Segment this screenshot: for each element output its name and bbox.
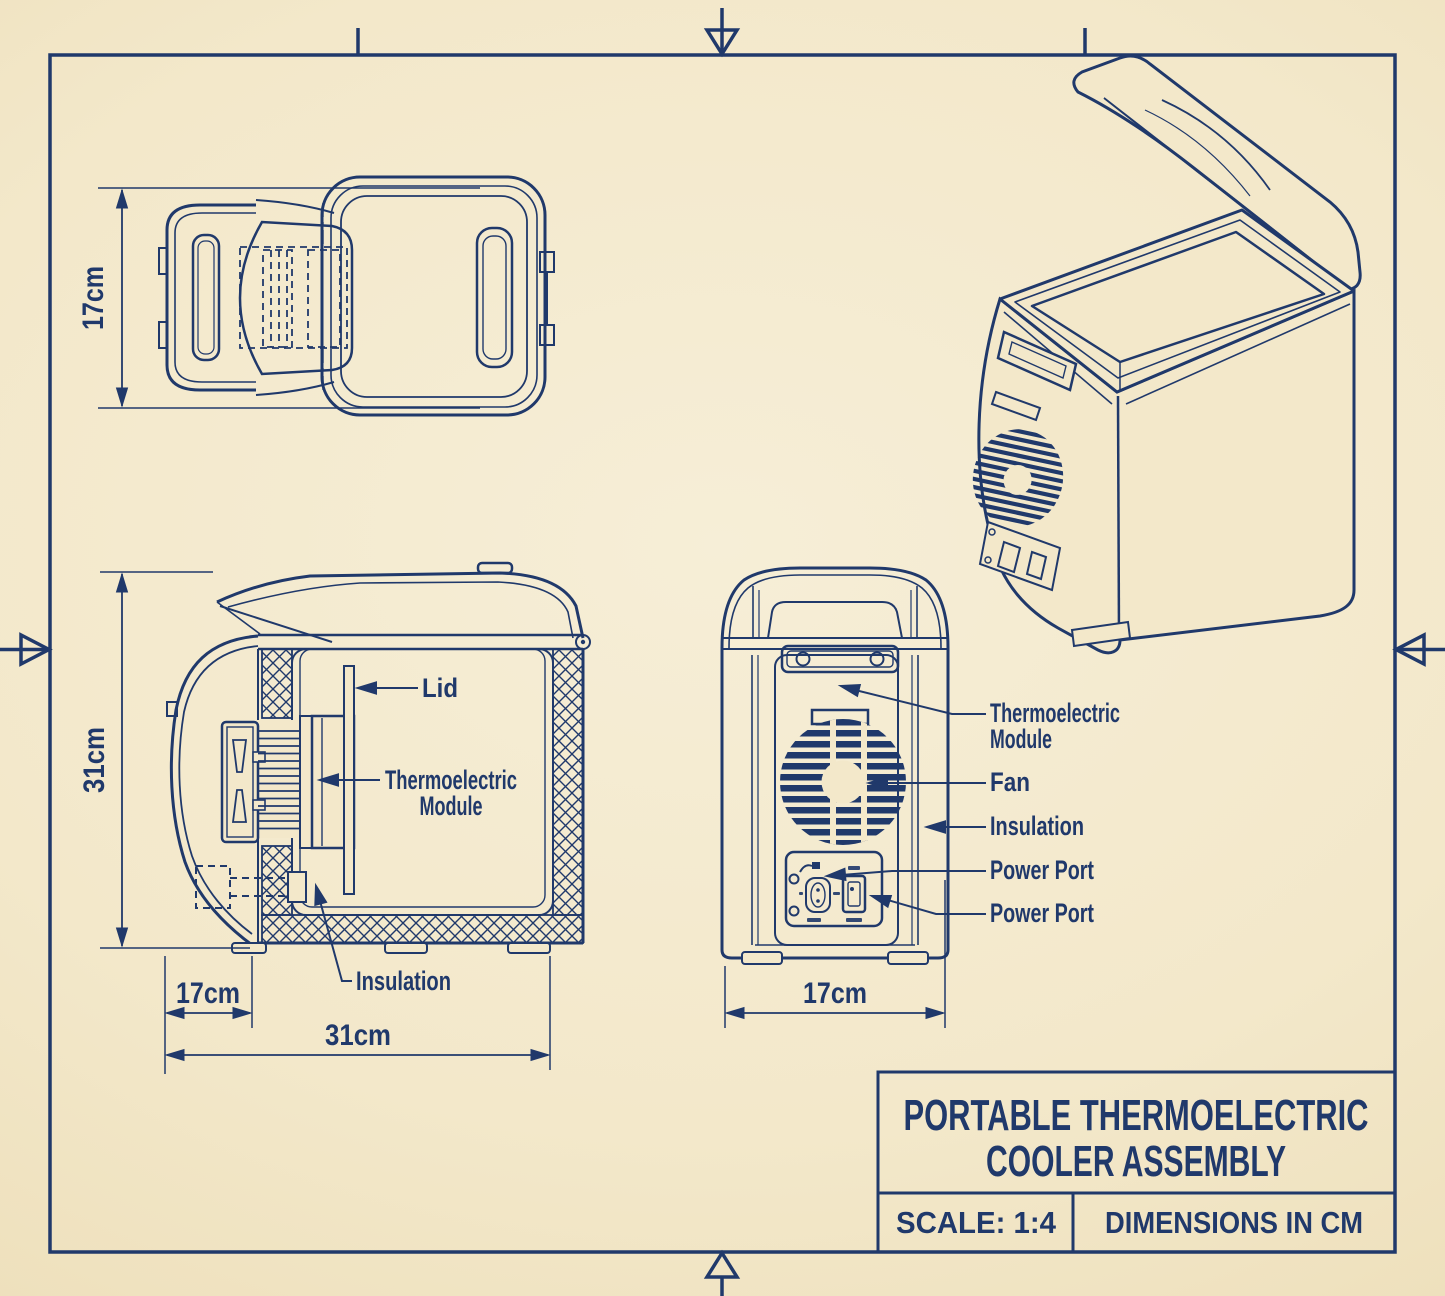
leader-power-port-bottom	[873, 895, 986, 915]
back-view-lid-recess	[767, 601, 903, 639]
title-block-units: DIMENSIONS IN CM	[1105, 1205, 1363, 1240]
top-view-dimension-width	[98, 187, 480, 409]
registration-mark-top	[703, 8, 741, 58]
side-view-lid-dome	[216, 561, 585, 643]
power-cable-icon	[799, 862, 820, 873]
side-view-label-lid: Lid	[422, 673, 458, 703]
side-view-dim-depth-text: 31cm	[325, 1019, 391, 1052]
registration-mark-left	[0, 632, 53, 667]
top-view-lid-handle	[475, 226, 514, 369]
side-view-heatsink-fins	[258, 730, 300, 830]
top-view-hidden-module-outline	[239, 246, 348, 349]
back-view-handle	[780, 644, 900, 674]
side-view-leaders	[309, 681, 418, 982]
iso-switch-2	[1025, 550, 1048, 581]
top-view-fan-housing	[158, 203, 256, 392]
iso-switch-1	[996, 540, 1022, 574]
leader-module	[842, 686, 986, 715]
side-view-label-module-2: Module	[420, 791, 483, 821]
back-view-dim-width-text: 17cm	[803, 977, 867, 1010]
iso-control-panel	[978, 520, 1062, 592]
side-view-label-insulation: Insulation	[356, 966, 451, 996]
side-view-fan-blade-top	[231, 739, 248, 773]
back-view-dimension-width	[724, 880, 946, 1028]
side-view-dimension-depth	[165, 956, 551, 1070]
panel-markings	[799, 866, 862, 922]
top-view-lid	[320, 175, 547, 417]
isometric-view	[963, 54, 1362, 655]
side-view-fan-housing	[166, 634, 259, 947]
fan-hub	[821, 760, 865, 804]
power-switch	[841, 874, 867, 914]
side-view-dimension-offset	[164, 956, 253, 1074]
side-view-rim	[258, 633, 591, 651]
iso-foot	[1070, 620, 1132, 648]
back-view-feet	[741, 951, 929, 965]
back-view-label-power-port-top: Power Port	[990, 855, 1094, 885]
title-block-title-line1: PORTABLE THERMOELECTRIC	[904, 1091, 1369, 1140]
back-view-label-fan: Fan	[990, 767, 1030, 797]
iso-opening-rim	[998, 208, 1356, 394]
iso-lid-handle	[1161, 99, 1271, 191]
rocker-switch	[805, 877, 831, 913]
side-view-fan-bracket	[220, 720, 260, 844]
title-block-title-line2: COOLER ASSEMBLY	[986, 1137, 1286, 1186]
back-view-label-insulation: Insulation	[990, 811, 1084, 841]
back-view-label-power-port-bottom: Power Port	[990, 898, 1094, 928]
side-view-dim-offset-text: 17cm	[176, 977, 240, 1010]
side-view	[100, 561, 591, 1074]
side-view-insulation	[261, 648, 584, 944]
back-view	[720, 566, 986, 1028]
title-block-scale: SCALE: 1:4	[896, 1205, 1057, 1240]
back-view-label-module-2: Module	[990, 724, 1052, 754]
screw-icon	[795, 651, 811, 667]
back-view-label-module-1: Thermoelectric	[990, 698, 1120, 728]
top-view-module-housing	[238, 199, 354, 396]
back-view-control-panel	[784, 850, 884, 928]
screw-icon	[788, 873, 800, 885]
iso-handle-recess	[996, 330, 1078, 392]
side-view-fan-blade-bottom	[231, 789, 248, 823]
side-view-drain-plug	[195, 865, 307, 909]
side-view-label-module-1: Thermoelectric	[385, 765, 517, 795]
side-view-dim-height-text: 31cm	[78, 727, 111, 793]
top-view-dim-width-text: 17cm	[77, 266, 110, 330]
screw-icon	[788, 905, 800, 917]
registration-mark-right	[1392, 632, 1445, 667]
leader-power-port-top	[828, 870, 986, 877]
side-view-lid-latch	[476, 561, 514, 575]
screw-icon	[869, 651, 885, 667]
title-block	[876, 1070, 1397, 1254]
leader-insulation	[316, 889, 352, 982]
back-view-fan-grille	[780, 719, 906, 845]
top-view	[98, 175, 555, 417]
side-view-dimension-height	[100, 571, 250, 949]
top-view-hinge-clips	[539, 251, 555, 346]
registration-mark-bottom	[703, 1249, 741, 1296]
back-view-leaders	[825, 679, 986, 915]
iso-grip-bar	[990, 390, 1042, 422]
